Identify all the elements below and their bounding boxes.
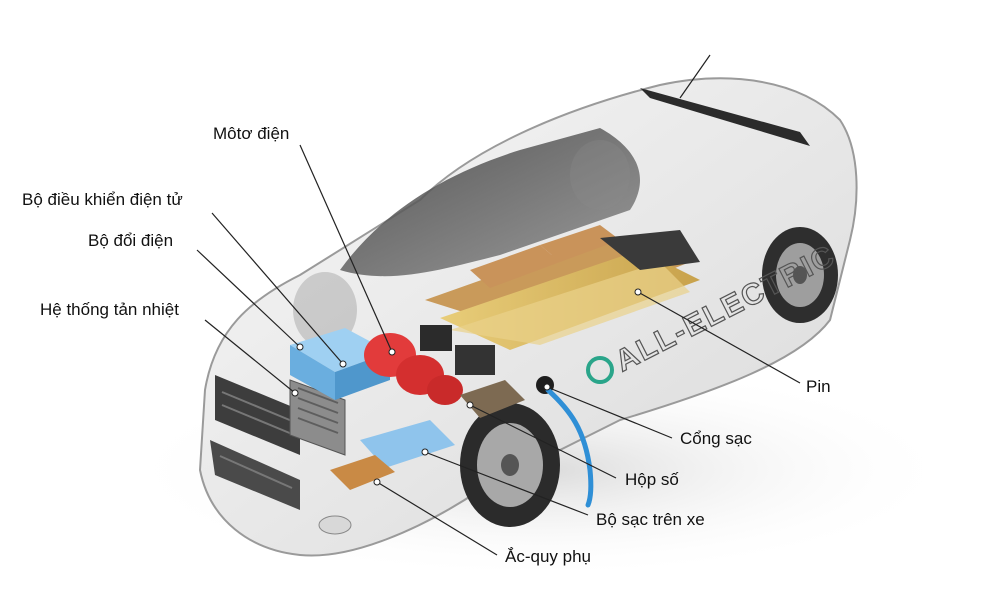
aux-battery-unit <box>330 455 395 490</box>
fog-light <box>318 515 352 535</box>
far-rear-wheel <box>570 140 630 210</box>
charge-cable <box>545 387 594 508</box>
windshield <box>340 128 640 277</box>
label-charge-port: Cổng sạc <box>680 429 752 448</box>
onboard-charger-unit <box>360 420 455 468</box>
front-wheel <box>460 403 560 527</box>
eco-emblem <box>586 356 614 384</box>
label-controller: Bộ điều khiển điện tử <box>22 190 183 209</box>
far-front-wheel <box>293 272 357 348</box>
label-cooling: Hệ thống tản nhiệt <box>40 300 179 319</box>
label-battery: Pin <box>806 377 831 396</box>
front-grille <box>210 375 300 510</box>
radiator <box>289 379 346 456</box>
label-inverter: Bộ đổi điện <box>88 231 174 250</box>
antenna-line <box>679 54 711 99</box>
controller-box <box>420 325 452 351</box>
rear-wheel <box>762 227 838 323</box>
label-gearbox: Hộp số <box>625 470 679 489</box>
label-onboard-charger: Bộ sạc trên xe <box>596 510 705 529</box>
leader-dots <box>291 288 642 486</box>
junction-box <box>455 345 495 375</box>
label-motor: Môtơ điện <box>213 124 290 143</box>
label-aux-battery: Ắc-quy phụ <box>505 547 591 566</box>
rear-spoiler <box>640 88 810 146</box>
battery-pack <box>425 225 700 350</box>
leader-lines <box>196 144 801 556</box>
electric-motor <box>364 333 463 405</box>
